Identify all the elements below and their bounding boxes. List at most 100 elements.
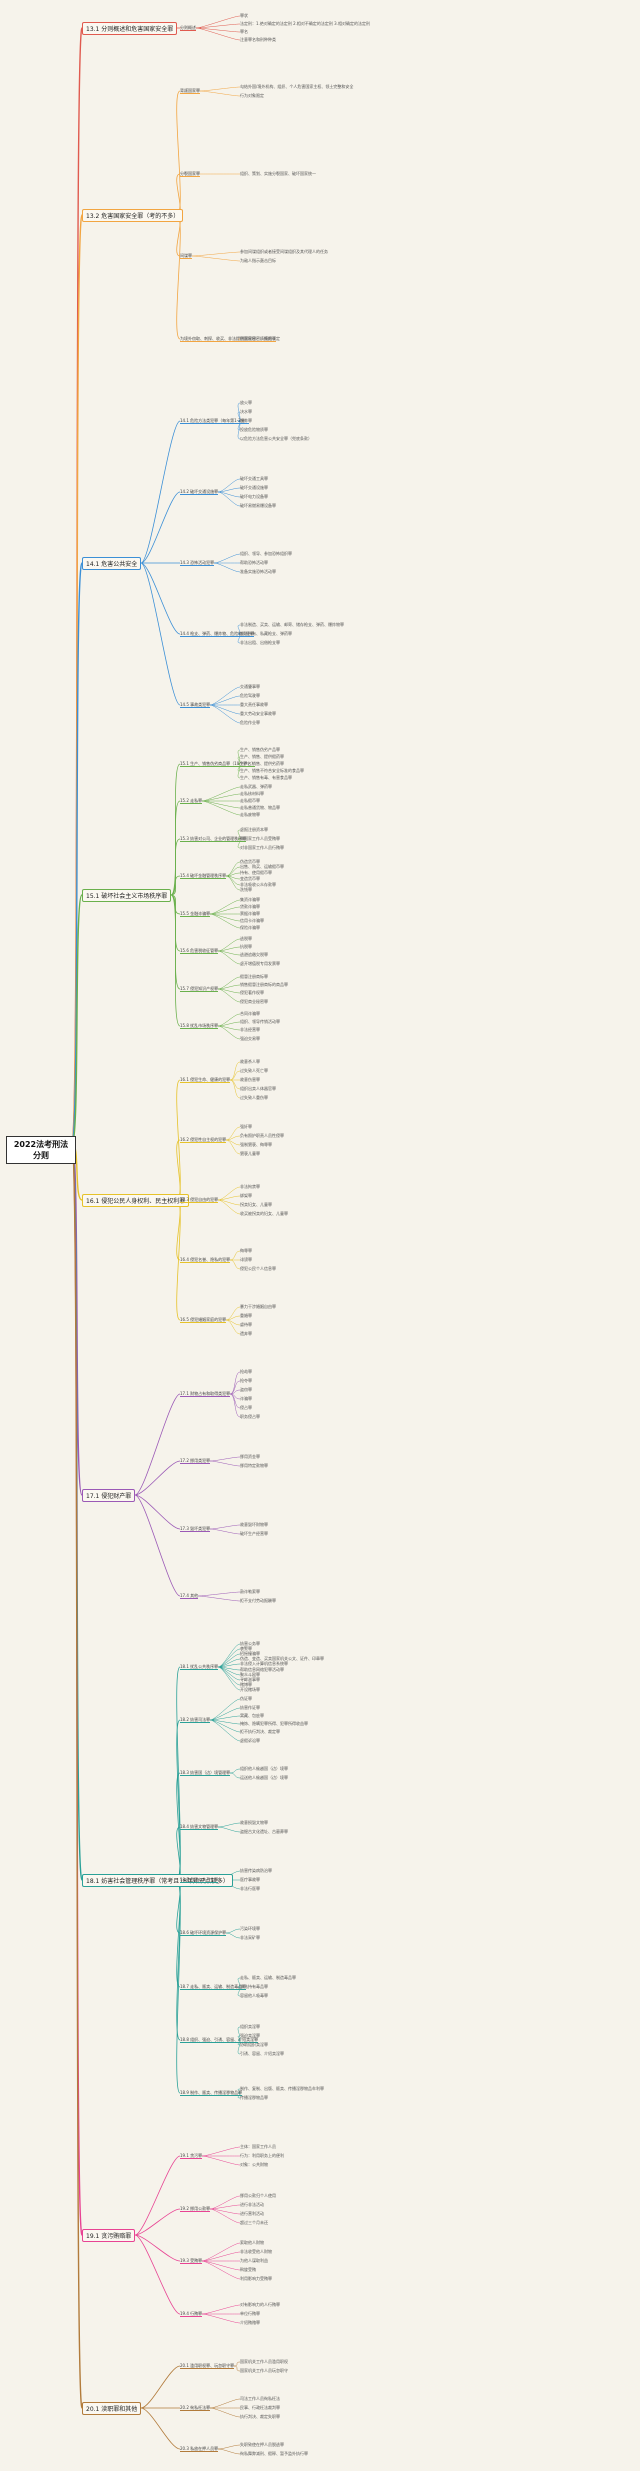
leaf-node[interactable]: 走私假币罪 — [240, 798, 260, 803]
leaf-node[interactable]: 国家秘密、情报的认定 — [240, 336, 280, 341]
leaf-node[interactable]: 赌博罪 — [240, 1682, 252, 1687]
leaf-node[interactable]: 行为：利用职务上的便利 — [240, 2153, 284, 2158]
sub-node[interactable]: 14.4 枪支、弹药、爆炸物、危险物质犯罪 — [180, 631, 255, 637]
leaf-node[interactable]: 侵犯著作权罪 — [240, 990, 264, 995]
sub-node[interactable]: 14.1 危险方法类犯罪（每年第1-3分） — [180, 418, 249, 424]
leaf-node[interactable]: 伪造货币罪 — [240, 859, 260, 864]
leaf-node[interactable]: 抗税罪 — [240, 944, 252, 949]
leaf-node[interactable]: 侮辱罪 — [240, 1248, 252, 1253]
leaf-node[interactable]: 进行营利活动 — [240, 2211, 264, 2216]
leaf-node[interactable]: 破坏易燃易爆设备罪 — [240, 503, 276, 508]
leaf-node[interactable]: 超过三个月未还 — [240, 2220, 268, 2225]
leaf-node[interactable]: 制作、复制、出版、贩卖、传播淫秽物品牟利罪 — [240, 2086, 324, 2091]
leaf-node[interactable]: 对有影响力的人行贿罪 — [240, 2302, 280, 2307]
leaf-node[interactable]: 过失致人死亡罪 — [240, 1068, 268, 1073]
leaf-node[interactable]: 非法拘禁罪 — [240, 1184, 260, 1189]
leaf-node[interactable]: 非法持有、私藏枪支、弹药罪 — [240, 631, 292, 636]
leaf-node[interactable]: 徇私舞弊减刑、假释、暂予监外执行罪 — [240, 2451, 308, 2456]
leaf-node[interactable]: 挪用公款归个人使用 — [240, 2193, 276, 2198]
sub-node[interactable]: 18.2 妨害司法罪 — [180, 1717, 211, 1723]
leaf-node[interactable]: 洗钱罪 — [240, 887, 252, 892]
sub-node[interactable]: 15.6 危害税收征管罪 — [180, 948, 219, 954]
leaf-node[interactable]: 绑架罪 — [240, 1193, 252, 1198]
sub-node[interactable]: 20.3 私放在押人员罪 — [180, 2446, 219, 2452]
leaf-node[interactable]: 猥亵儿童罪 — [240, 1151, 260, 1156]
sub-node[interactable]: 17.2 挪用类犯罪 — [180, 1458, 211, 1464]
sub-node[interactable]: 15.1 生产、销售伪劣商品罪（10个罪名） — [180, 761, 256, 767]
leaf-node[interactable]: 生产、销售、提供假药罪 — [240, 754, 284, 759]
leaf-node[interactable]: 国家机关工作人员玩忽职守 — [240, 2368, 288, 2373]
leaf-node[interactable]: 介绍贿赂罪 — [240, 2320, 260, 2325]
leaf-node[interactable]: 集资诈骗罪 — [240, 897, 260, 902]
leaf-node[interactable]: 强奸罪 — [240, 1124, 252, 1129]
leaf-node[interactable]: 暴力干涉婚姻自由罪 — [240, 1304, 276, 1309]
leaf-node[interactable]: 诈骗罪 — [240, 1396, 252, 1401]
leaf-node[interactable]: 逃避追缴欠税罪 — [240, 952, 268, 957]
leaf-node[interactable]: 逃税罪 — [240, 936, 252, 941]
mindmap-root[interactable]: 2022法考刑法分则 — [6, 1136, 76, 1164]
leaf-node[interactable]: 失职致使在押人员脱逃罪 — [240, 2442, 284, 2447]
leaf-node[interactable]: 聚众斗殴罪 — [240, 1672, 260, 1677]
sub-node[interactable]: 18.7 走私、贩卖、运输、制造毒品罪 — [180, 1984, 247, 1990]
leaf-node[interactable]: 非法行医罪 — [240, 1886, 260, 1891]
leaf-node[interactable]: 信用卡诈骗罪 — [240, 918, 264, 923]
leaf-node[interactable]: 容留他人吸毒罪 — [240, 1993, 268, 1998]
leaf-node[interactable]: 交通肇事罪 — [240, 684, 260, 689]
leaf-node[interactable]: 组织他人偷越国（边）境罪 — [240, 1766, 288, 1771]
sub-node[interactable]: 17.1 财物占有和取得类犯罪 — [180, 1391, 231, 1397]
sub-node[interactable]: 17.3 毁坏类犯罪 — [180, 1526, 211, 1532]
leaf-node[interactable]: 故意伤害罪 — [240, 1077, 260, 1082]
sub-node[interactable]: 19.3 受贿罪 — [180, 2258, 203, 2264]
leaf-node[interactable]: 运送他人偷越国（边）境罪 — [240, 1775, 288, 1780]
leaf-node[interactable]: 伪造、变造、买卖国家机关公文、证件、印章罪 — [240, 1656, 324, 1661]
leaf-node[interactable]: 组织、领导、参加恐怖组织罪 — [240, 551, 292, 556]
leaf-node[interactable]: 注意罪名和刑种种类 — [240, 37, 276, 42]
sub-node[interactable]: 20.2 徇私枉法罪 — [180, 2405, 211, 2411]
leaf-node[interactable]: 参加间谍组织或者接受间谍组织及其代理人的任务 — [240, 249, 328, 254]
branch-node[interactable]: 14.1 危害公共安全 — [82, 557, 142, 570]
leaf-node[interactable]: 开设赌场罪 — [240, 1687, 260, 1692]
leaf-node[interactable]: 生产、销售有毒、有害食品罪 — [240, 775, 292, 780]
leaf-node[interactable]: 假冒注册商标罪 — [240, 974, 268, 979]
leaf-node[interactable]: 组织、策划、实施分裂国家、破坏国家统一 — [240, 171, 316, 176]
leaf-node[interactable]: 抢夺罪 — [240, 1378, 252, 1383]
leaf-node[interactable]: 妨害传染病防治罪 — [240, 1868, 272, 1873]
sub-node[interactable]: 分裂国家罪 — [180, 171, 200, 177]
leaf-node[interactable]: 妨害作证罪 — [240, 1705, 260, 1710]
leaf-node[interactable]: 盗掘古文化遗址、古墓葬罪 — [240, 1829, 288, 1834]
leaf-node[interactable]: 走私核材料罪 — [240, 791, 264, 796]
sub-node[interactable]: 19.1 贪污罪 — [180, 2153, 203, 2159]
leaf-node[interactable]: 决水罪 — [240, 409, 252, 414]
leaf-node[interactable]: 票据诈骗罪 — [240, 911, 260, 916]
leaf-node[interactable]: 抢劫罪 — [240, 1369, 252, 1374]
leaf-node[interactable]: 强迫交易罪 — [240, 1036, 260, 1041]
leaf-node[interactable]: 放火罪 — [240, 400, 252, 405]
leaf-node[interactable]: 非法持有毒品罪 — [240, 1984, 268, 1989]
sub-node[interactable]: 为境外窃取、刺探、收买、非法提供国家秘密、情报罪 — [180, 336, 276, 342]
leaf-node[interactable]: 保险诈骗罪 — [240, 925, 260, 930]
leaf-node[interactable]: 索取他人财物 — [240, 2240, 264, 2245]
leaf-node[interactable]: 进行非法活动 — [240, 2202, 264, 2207]
leaf-node[interactable]: 非法侵入计算机信息系统罪 — [240, 1661, 288, 1666]
leaf-node[interactable]: 非法收受他人财物 — [240, 2249, 272, 2254]
sub-node[interactable]: 18.3 妨害国（边）境管理罪 — [180, 1770, 231, 1776]
leaf-node[interactable]: 组织卖淫罪 — [240, 2024, 260, 2029]
leaf-node[interactable]: 投放危险物质罪 — [240, 427, 268, 432]
leaf-node[interactable]: 传播淫秽物品罪 — [240, 2095, 268, 2100]
leaf-node[interactable]: 走私武器、弹药罪 — [240, 784, 272, 789]
leaf-node[interactable]: 走私、贩卖、运输、制造毒品罪 — [240, 1975, 296, 1980]
leaf-node[interactable]: 生产、销售伪劣产品罪 — [240, 747, 280, 752]
leaf-node[interactable]: 利用影响力受贿罪 — [240, 2276, 272, 2281]
branch-node[interactable]: 16.1 侵犯公民人身权利、民主权利罪 — [82, 1194, 190, 1207]
leaf-node[interactable]: 帮助信息网络犯罪活动罪 — [240, 1667, 284, 1672]
leaf-node[interactable]: 主体：国家工作人员 — [240, 2144, 276, 2149]
branch-node[interactable]: 19.1 贪污贿赂罪 — [82, 2229, 136, 2242]
leaf-node[interactable]: 虐待罪 — [240, 1322, 252, 1327]
sub-node[interactable]: 15.5 金融诈骗罪 — [180, 911, 211, 917]
leaf-node[interactable]: 遗弃罪 — [240, 1331, 252, 1336]
leaf-node[interactable]: 危险作业罪 — [240, 720, 260, 725]
sub-node[interactable]: 17.4 其他 — [180, 1593, 199, 1599]
sub-node[interactable]: 18.4 妨害文物管理罪 — [180, 1824, 219, 1830]
leaf-node[interactable]: 掩饰、隐瞒犯罪所得、犯罪所得收益罪 — [240, 1721, 308, 1726]
leaf-node[interactable]: 民事、行政枉法裁判罪 — [240, 2405, 280, 2410]
